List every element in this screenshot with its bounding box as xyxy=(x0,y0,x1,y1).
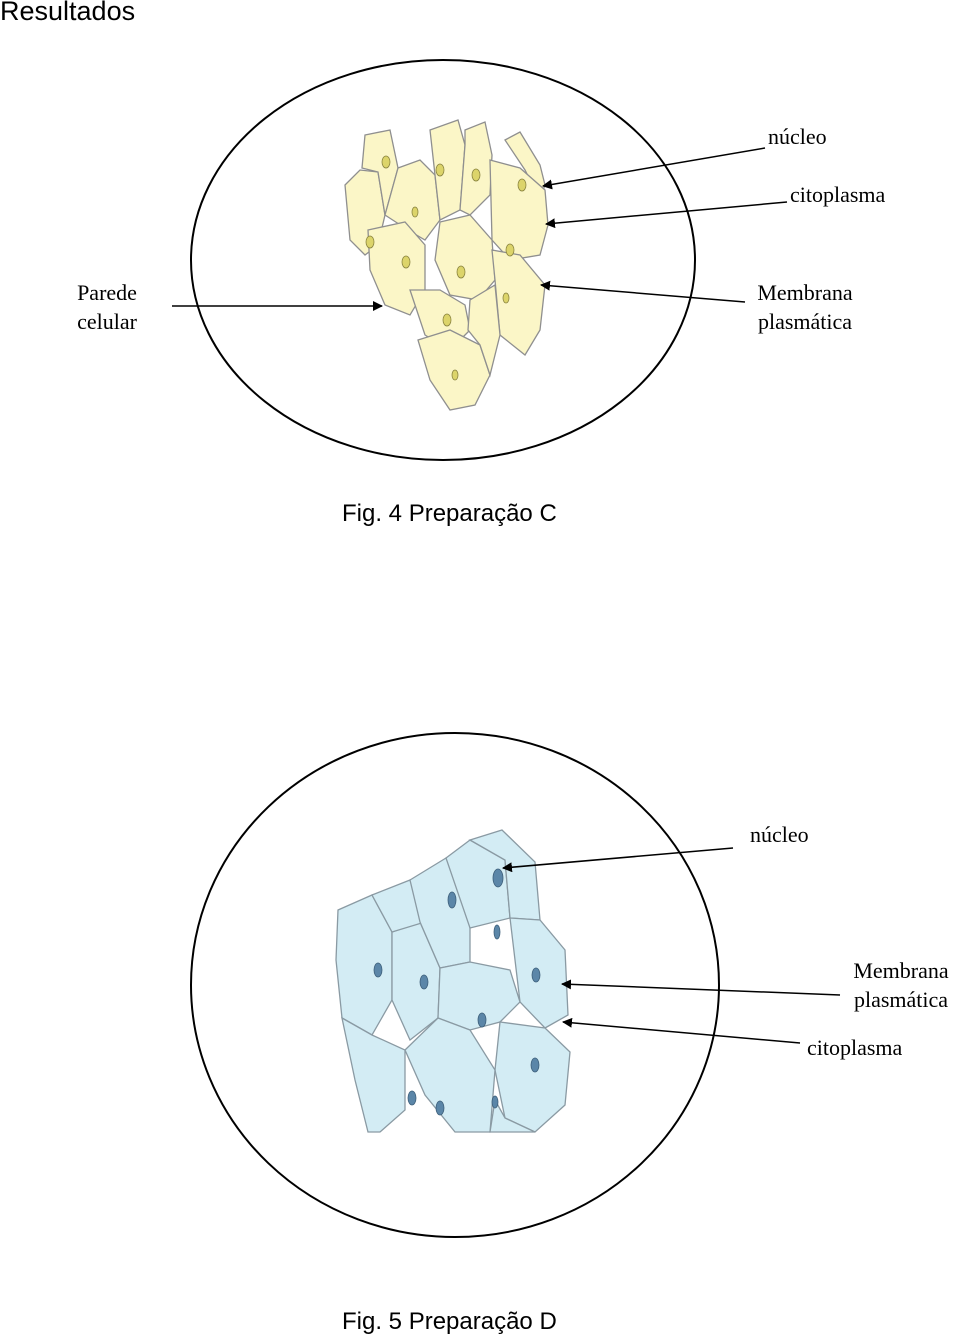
nucleus xyxy=(531,967,541,983)
arrow-cytoplasm xyxy=(562,1017,801,1044)
label-membrane: Membrana plasmática xyxy=(842,956,960,1014)
arrow-nucleus xyxy=(542,147,766,190)
cell xyxy=(459,121,493,216)
nucleus xyxy=(477,1012,487,1028)
figure-4: núcleo citoplasma Parede celular Membran… xyxy=(0,0,960,540)
label-cell-wall: Parede celular xyxy=(62,278,152,336)
label-nucleus: núcleo xyxy=(768,124,827,149)
nucleus xyxy=(373,962,383,978)
nucleus xyxy=(447,891,457,909)
nuclei xyxy=(373,868,541,1116)
cell xyxy=(494,1021,571,1133)
nuclei xyxy=(365,155,527,381)
label-cytoplasm: citoplasma xyxy=(790,182,886,207)
cell xyxy=(491,249,546,356)
nucleus xyxy=(411,206,419,218)
cell xyxy=(434,214,496,301)
label-cytoplasm: citoplasma xyxy=(807,1035,903,1060)
nucleus xyxy=(530,1057,540,1073)
nucleus xyxy=(493,924,501,940)
cell xyxy=(489,1098,536,1133)
nucleus xyxy=(381,155,391,169)
cell xyxy=(404,1017,496,1133)
figure-5-drawing xyxy=(190,732,841,1238)
label-membrane-line-1: Membrana xyxy=(853,958,949,983)
label-membrane-line-1: Membrana xyxy=(757,280,853,305)
arrow-nucleus xyxy=(502,847,734,873)
nucleus xyxy=(491,1095,499,1109)
nucleus xyxy=(407,1090,417,1106)
nucleus xyxy=(365,235,375,249)
nucleus xyxy=(419,974,429,990)
nucleus xyxy=(401,255,411,269)
nucleus xyxy=(435,163,445,177)
label-membrane: Membrana plasmática xyxy=(745,278,865,336)
label-nucleus: núcleo xyxy=(750,822,809,847)
nucleus xyxy=(505,243,515,257)
label-membrane-line-2: plasmática xyxy=(757,309,853,334)
arrow-cytoplasm xyxy=(545,201,788,229)
label-membrane-line-2: plasmática xyxy=(853,987,949,1012)
figure-4-drawing xyxy=(172,59,788,461)
page-title: Resultados xyxy=(0,0,136,26)
figure-caption: Fig. 4 Preparação C xyxy=(342,500,557,527)
figure-5: núcleo Membrana plasmática citoplasma Fi… xyxy=(0,700,960,1341)
nucleus xyxy=(492,868,504,888)
arrow-membrane xyxy=(540,280,746,303)
figure-caption: Fig. 5 Preparação D xyxy=(342,1308,557,1335)
nucleus xyxy=(442,313,452,327)
cell xyxy=(341,1016,406,1133)
cell xyxy=(489,159,549,261)
cell xyxy=(467,283,501,378)
nucleus xyxy=(517,178,527,192)
onion-cells xyxy=(344,119,549,411)
microscope-field xyxy=(190,59,696,461)
label-cell-wall-line-2: celular xyxy=(77,309,137,334)
onion-cells xyxy=(335,829,571,1133)
nucleus xyxy=(502,292,510,304)
nucleus xyxy=(471,168,481,182)
nucleus xyxy=(435,1100,445,1116)
arrow-membrane xyxy=(561,979,841,996)
microscope-field xyxy=(190,732,720,1238)
nucleus xyxy=(451,369,459,381)
nucleus xyxy=(456,265,466,279)
cell xyxy=(384,159,441,241)
label-cell-wall-line-1: Parede xyxy=(77,280,137,305)
